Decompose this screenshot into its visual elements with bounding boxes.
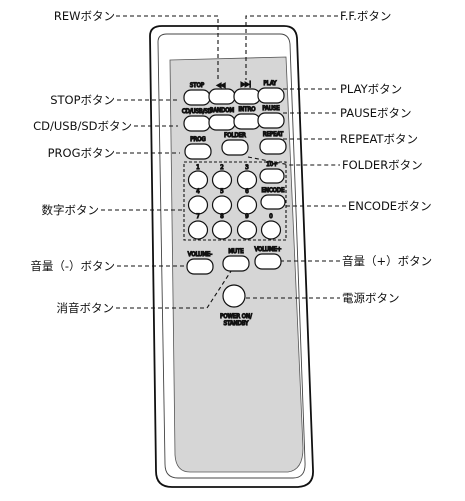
rew-key[interactable] <box>208 88 236 105</box>
numeric-bracket <box>183 161 287 241</box>
digit-label: 0 <box>269 213 273 220</box>
encode-key[interactable] <box>260 194 286 210</box>
stop-key[interactable] <box>183 89 211 106</box>
rew-key-label: ◀◀ <box>217 82 226 89</box>
digit-key-5[interactable] <box>211 195 233 215</box>
folder-key[interactable] <box>221 139 249 156</box>
folder-key-label: FOLDER <box>224 132 246 139</box>
callout-volume-down: 音量（-）ボタン <box>30 259 115 273</box>
callout-power: 電源ボタン <box>342 291 400 305</box>
random-key-label: RANDOM <box>210 107 235 114</box>
leader-folder <box>247 156 340 166</box>
callout-rew: REWボタン <box>53 9 115 23</box>
digit-key-4[interactable] <box>187 195 209 215</box>
digit-key-7[interactable] <box>187 220 209 240</box>
volume-down-key-label: VOLUME- <box>188 251 213 258</box>
digit-key-2[interactable] <box>211 170 233 190</box>
cd-usb-sd-key[interactable] <box>183 115 211 132</box>
callout-volume-up: 音量（+）ボタン <box>342 254 433 268</box>
power-label-line1: POWER ON/ <box>220 313 252 320</box>
digit-label: 5 <box>220 188 223 195</box>
callout-encode: ENCODEボタン <box>348 199 432 213</box>
ff-key-label: ▶▶| <box>241 81 251 88</box>
callout-stop: STOPボタン <box>50 93 115 107</box>
digit-key-3[interactable] <box>236 170 258 190</box>
digit-label: 6 <box>245 188 249 195</box>
digit-label: 4 <box>196 188 200 195</box>
digit-key-9[interactable] <box>236 220 258 240</box>
volume-up-key[interactable] <box>254 253 282 270</box>
volume-down-key[interactable] <box>186 258 214 275</box>
stop-key-label: STOP <box>190 82 205 89</box>
play-key[interactable] <box>257 87 285 104</box>
digit-key-0[interactable] <box>260 220 282 240</box>
callout-folder: FOLDERボタン <box>342 158 423 172</box>
random-key[interactable] <box>208 114 236 131</box>
digit-label: 3 <box>245 164 248 171</box>
callout-mute: 消音ボタン <box>56 301 115 315</box>
leader-ff <box>245 15 338 80</box>
pause-key[interactable] <box>257 112 285 129</box>
callout-pause: PAUSEボタン <box>340 106 412 120</box>
cd-usb-sd-key-label: CD/USB/SD <box>182 108 212 115</box>
power-key[interactable] <box>222 284 246 308</box>
digit-label: 7 <box>196 213 199 220</box>
digit-key-6[interactable] <box>236 195 258 215</box>
volume-up-key-label: VOLUME+ <box>254 246 281 253</box>
digit-label: 2 <box>220 164 223 171</box>
ff-key[interactable] <box>233 88 261 105</box>
digit-key-1[interactable] <box>187 170 209 190</box>
pause-key-label: PAUSE <box>262 105 280 112</box>
digit-label: 1 <box>196 164 199 171</box>
digit-key-8[interactable] <box>211 220 233 240</box>
play-key-label: PLAY <box>264 80 278 87</box>
mute-key[interactable] <box>222 255 250 272</box>
repeat-key[interactable] <box>259 138 287 155</box>
callout-play: PLAYボタン <box>340 82 403 96</box>
ten-plus-key-label: 10+ <box>266 161 277 168</box>
digit-label: 8 <box>220 213 224 220</box>
leader-mute <box>116 267 234 309</box>
power-label-line2: STANDBY <box>224 320 250 327</box>
encode-key-label: ENCODE <box>261 187 285 194</box>
mute-key-label: MUTE <box>228 248 244 255</box>
prog-key-label: PROG <box>190 136 205 143</box>
remote-buttons: STOP ◀◀ ▶▶| PLAY CD/USB/SD RANDOM INTRO … <box>181 79 287 328</box>
ten-plus-key[interactable] <box>259 168 285 184</box>
callout-prog: PROGボタン <box>47 146 115 160</box>
callout-repeat: REPEATボタン <box>340 132 418 146</box>
callout-ff: F.F.ボタン <box>340 9 392 23</box>
leader-rew <box>116 15 219 80</box>
leader-lines <box>101 15 346 309</box>
intro-key[interactable] <box>233 113 261 130</box>
intro-key-label: INTRO <box>239 106 256 113</box>
prog-key[interactable] <box>184 143 212 160</box>
digit-label: 9 <box>245 213 249 220</box>
repeat-key-label: REPEAT <box>263 131 284 138</box>
callout-cd-usb-sd: CD/USB/SDボタン <box>33 119 132 133</box>
callout-numeric: 数字ボタン <box>41 203 100 217</box>
